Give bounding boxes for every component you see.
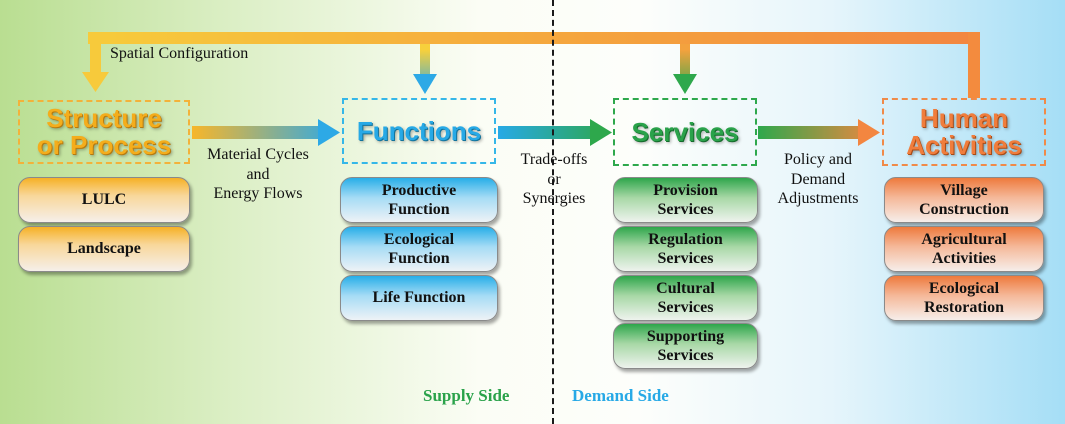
productive-function-line-2: Function: [388, 201, 450, 218]
human-activities-header: Human Activities: [882, 98, 1046, 166]
ecological-restoration-line-1: Ecological: [928, 279, 1000, 297]
cultural-services-line-2: Services: [657, 299, 714, 316]
lulc-label: LULC: [81, 191, 127, 209]
ecological-function-line-1: Ecological: [383, 230, 455, 248]
supply-side-label: Supply Side: [423, 386, 510, 405]
functions-header-text: Functions: [356, 115, 482, 146]
tradeoffs-label-line-3: Synergies: [522, 190, 586, 208]
supporting-services-line-1: Supporting: [646, 327, 725, 345]
demand-side-label: Demand Side: [572, 386, 669, 405]
agricultural-activities-line-1: Agricultural: [921, 230, 1007, 248]
policy-arrow: [758, 119, 880, 146]
material-label-line-1: Material Cycles: [207, 146, 309, 163]
ecological-restoration-line-2: Restoration: [924, 299, 1004, 316]
structure-header-line-1: Structure: [46, 103, 162, 134]
trade-offs-arrow: [498, 119, 612, 146]
regulation-services-line-2: Services: [657, 250, 714, 267]
supporting-services-line-2: Services: [657, 347, 714, 364]
tradeoffs-label-line-2: or: [547, 170, 561, 188]
life-function-label: Life Function: [372, 289, 466, 307]
material-cycles-arrow: [192, 119, 340, 146]
village-construction-line-1: Village: [940, 181, 988, 199]
policy-label-line-1: Policy and: [784, 151, 852, 168]
services-header: Services: [613, 98, 757, 166]
trade-offs-label: Trade-offs or Synergies: [505, 150, 603, 209]
agricultural-activities-line-2: Activities: [932, 250, 996, 267]
provision-services-line-2: Services: [657, 201, 714, 218]
life-function-box: Life Function: [340, 275, 498, 321]
spatial-configuration-label: Spatial Configuration: [110, 45, 249, 62]
material-label-line-3: Energy Flows: [213, 185, 303, 203]
ecological-function-line-2: Function: [388, 250, 450, 267]
policy-demand-label: Policy and Demand Adjustments: [762, 150, 874, 209]
provision-services-line-1: Provision: [653, 181, 718, 199]
productive-function-line-1: Productive: [381, 181, 457, 199]
lulc-box: LULC: [18, 177, 190, 223]
material-cycles-label: Material Cycles and Energy Flows: [196, 145, 320, 204]
supply-demand-divider: [552, 0, 554, 424]
human-header-line-1: Human: [919, 103, 1009, 134]
structure-header-line-2: or Process: [36, 130, 172, 160]
spatial-configuration-arrow: [82, 32, 980, 98]
village-construction-line-2: Construction: [919, 201, 1009, 218]
functions-header: Functions: [342, 98, 496, 164]
policy-label-line-2: Demand: [790, 170, 846, 188]
cultural-services-line-1: Cultural: [656, 279, 715, 297]
landscape-box: Landscape: [18, 226, 190, 272]
regulation-services-line-1: Regulation: [648, 230, 723, 248]
services-header-text: Services: [631, 116, 739, 147]
policy-label-line-3: Adjustments: [777, 190, 859, 208]
material-label-line-2: and: [246, 165, 270, 183]
human-header-line-2: Activities: [906, 130, 1022, 160]
tradeoffs-label-line-1: Trade-offs: [520, 151, 588, 168]
structure-or-process-header: Structure or Process: [18, 100, 190, 164]
landscape-label: Landscape: [67, 240, 141, 258]
